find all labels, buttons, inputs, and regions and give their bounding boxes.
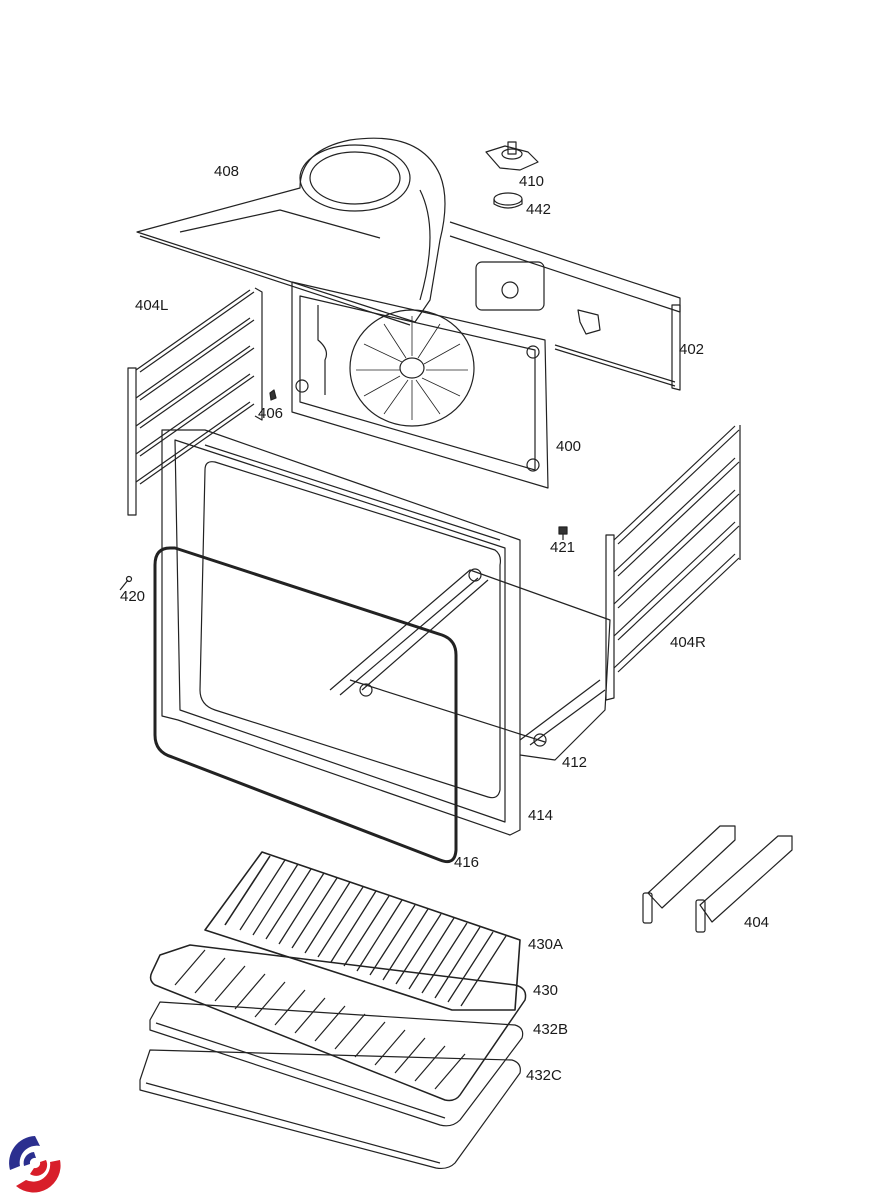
part-404-runners <box>642 825 793 933</box>
label-404L: 404L <box>135 297 169 314</box>
label-432C: 432C <box>526 1067 562 1084</box>
label-430: 430 <box>533 982 559 999</box>
logo-blue-arc <box>9 1136 40 1170</box>
label-442: 442 <box>526 201 552 218</box>
label-402: 402 <box>679 341 705 358</box>
label-430A: 430A <box>528 936 564 953</box>
part-408-fan-cover <box>136 137 446 326</box>
part-420-screw <box>119 575 133 591</box>
part-416-door-seal <box>153 546 458 864</box>
part-412-bottom-element <box>329 568 611 761</box>
brand-logo <box>9 1136 61 1193</box>
part-404R-right-support <box>605 425 741 701</box>
part-400-fan-panel <box>291 281 549 489</box>
part-421-screw <box>558 526 568 540</box>
logo-red-arc <box>16 1160 61 1193</box>
part-414-front-frame <box>161 429 521 836</box>
label-400: 400 <box>556 438 582 455</box>
part-432B-baking-tray <box>149 1001 524 1127</box>
label-404: 404 <box>744 914 770 931</box>
label-406: 406 <box>258 405 284 422</box>
label-420: 420 <box>120 588 146 605</box>
label-404R: 404R <box>670 634 706 651</box>
part-430-grill-rack <box>149 944 527 1102</box>
logo-blue-inner <box>23 1152 36 1166</box>
label-421: 421 <box>550 539 576 556</box>
part-402-rear-bracket <box>449 221 681 391</box>
part-410-lamp-holder <box>485 141 539 171</box>
label-412: 412 <box>562 754 588 771</box>
label-408: 408 <box>214 163 240 180</box>
part-442-lamp-glass <box>493 192 523 209</box>
part-404L-left-support <box>127 287 263 516</box>
label-410: 410 <box>519 173 545 190</box>
label-432B: 432B <box>533 1021 569 1038</box>
part-432C-deep-tray <box>139 1049 521 1170</box>
label-416: 416 <box>454 854 480 871</box>
logo-red-inner <box>30 1160 48 1176</box>
label-414: 414 <box>528 807 554 824</box>
part-406-clip <box>269 389 277 401</box>
part-430A-wire-shelf <box>204 851 521 1011</box>
